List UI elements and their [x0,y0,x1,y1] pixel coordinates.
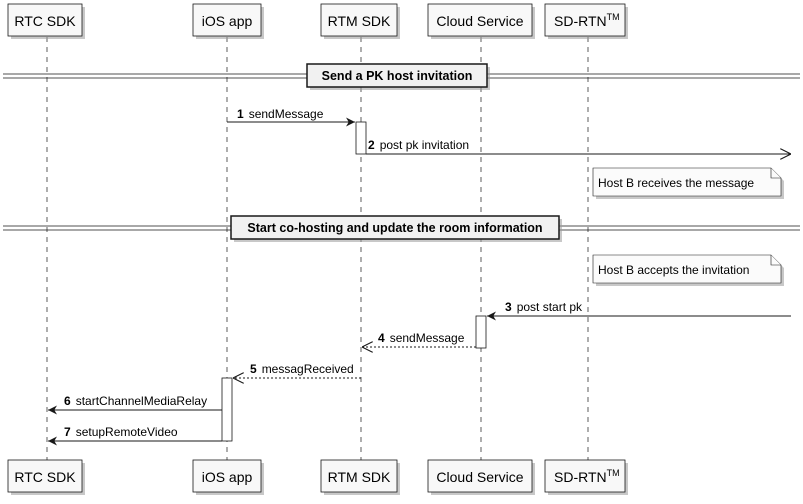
divider-send-pk-invitation: Send a PK host invitation [3,63,800,90]
participant-label: Cloud Service [436,469,523,485]
message-7: 7 setupRemoteVideo [48,425,222,446]
participant-ios-app-bottom: iOS app [192,459,264,495]
message-1: 1 sendMessage [227,107,355,127]
participant-label: Cloud Service [436,13,523,29]
message-3: 3 post start pk [487,300,791,321]
participant-rtm-sdk-top: RTM SDK [320,3,400,39]
participant-label: RTM SDK [328,469,391,485]
participant-ios-app-top: iOS app [192,3,264,39]
message-number: 1 [237,107,244,121]
message-number: 3 [505,300,512,314]
participant-rtc-sdk-bottom: RTC SDK [7,459,85,495]
participant-label: RTC SDK [14,13,76,29]
message-number: 5 [250,362,257,376]
divider-start-cohosting: Start co-hosting and update the room inf… [3,215,800,242]
message-label: sendMessage [249,107,324,121]
participant-superscript: TM [607,12,620,22]
participant-label: RTC SDK [14,469,76,485]
message-number: 4 [378,331,385,345]
activation-ios-app [221,377,233,442]
message-label: sendMessage [390,331,465,345]
participants-top: RTC SDK iOS app RTM SDK Cloud Service SD… [7,3,628,39]
svg-text:SD-RTNTM: SD-RTNTM [554,468,620,485]
activation-cloud-service [475,315,487,349]
message-label: post pk invitation [380,138,469,152]
participant-rtc-sdk-top: RTC SDK [7,3,85,39]
message-label: setupRemoteVideo [76,425,178,439]
participant-label: iOS app [202,13,253,29]
message-label: startChannelMediaRelay [76,394,207,408]
message-2: 2 post pk invitation [366,138,791,154]
note-host-b-receives: Host B receives the message [592,167,784,199]
participant-label: SD-RTN [554,469,607,485]
note-label: Host B receives the message [598,176,754,190]
message-label: messagReceived [262,362,354,376]
participant-label: RTM SDK [328,13,391,29]
participant-label: iOS app [202,469,253,485]
activations [221,121,487,442]
divider-label: Send a PK host invitation [322,69,473,83]
participant-cloud-service-top: Cloud Service [427,3,535,39]
activation-rtm-sdk [355,121,367,155]
participant-sd-rtn-top: SD-RTNTM [544,3,628,39]
participant-rtm-sdk-bottom: RTM SDK [320,459,400,495]
participant-superscript: TM [607,468,620,478]
participants-bottom: RTC SDK iOS app RTM SDK Cloud Service SD… [7,459,628,495]
message-number: 6 [64,394,71,408]
divider-label: Start co-hosting and update the room inf… [247,221,542,235]
note-host-b-accepts: Host B accepts the invitation [592,254,784,286]
message-5: 5 messagReceived [233,362,361,378]
message-label: post start pk [517,300,583,314]
message-6: 6 startChannelMediaRelay [48,394,222,415]
participant-cloud-service-bottom: Cloud Service [427,459,535,495]
participant-sd-rtn-bottom: SD-RTNTM [544,459,628,495]
participant-label: SD-RTN [554,13,607,29]
message-4: 4 sendMessage [362,331,476,347]
message-number: 2 [368,138,375,152]
message-number: 7 [64,425,71,439]
svg-text:SD-RTNTM: SD-RTNTM [554,12,620,29]
note-label: Host B accepts the invitation [598,263,749,277]
